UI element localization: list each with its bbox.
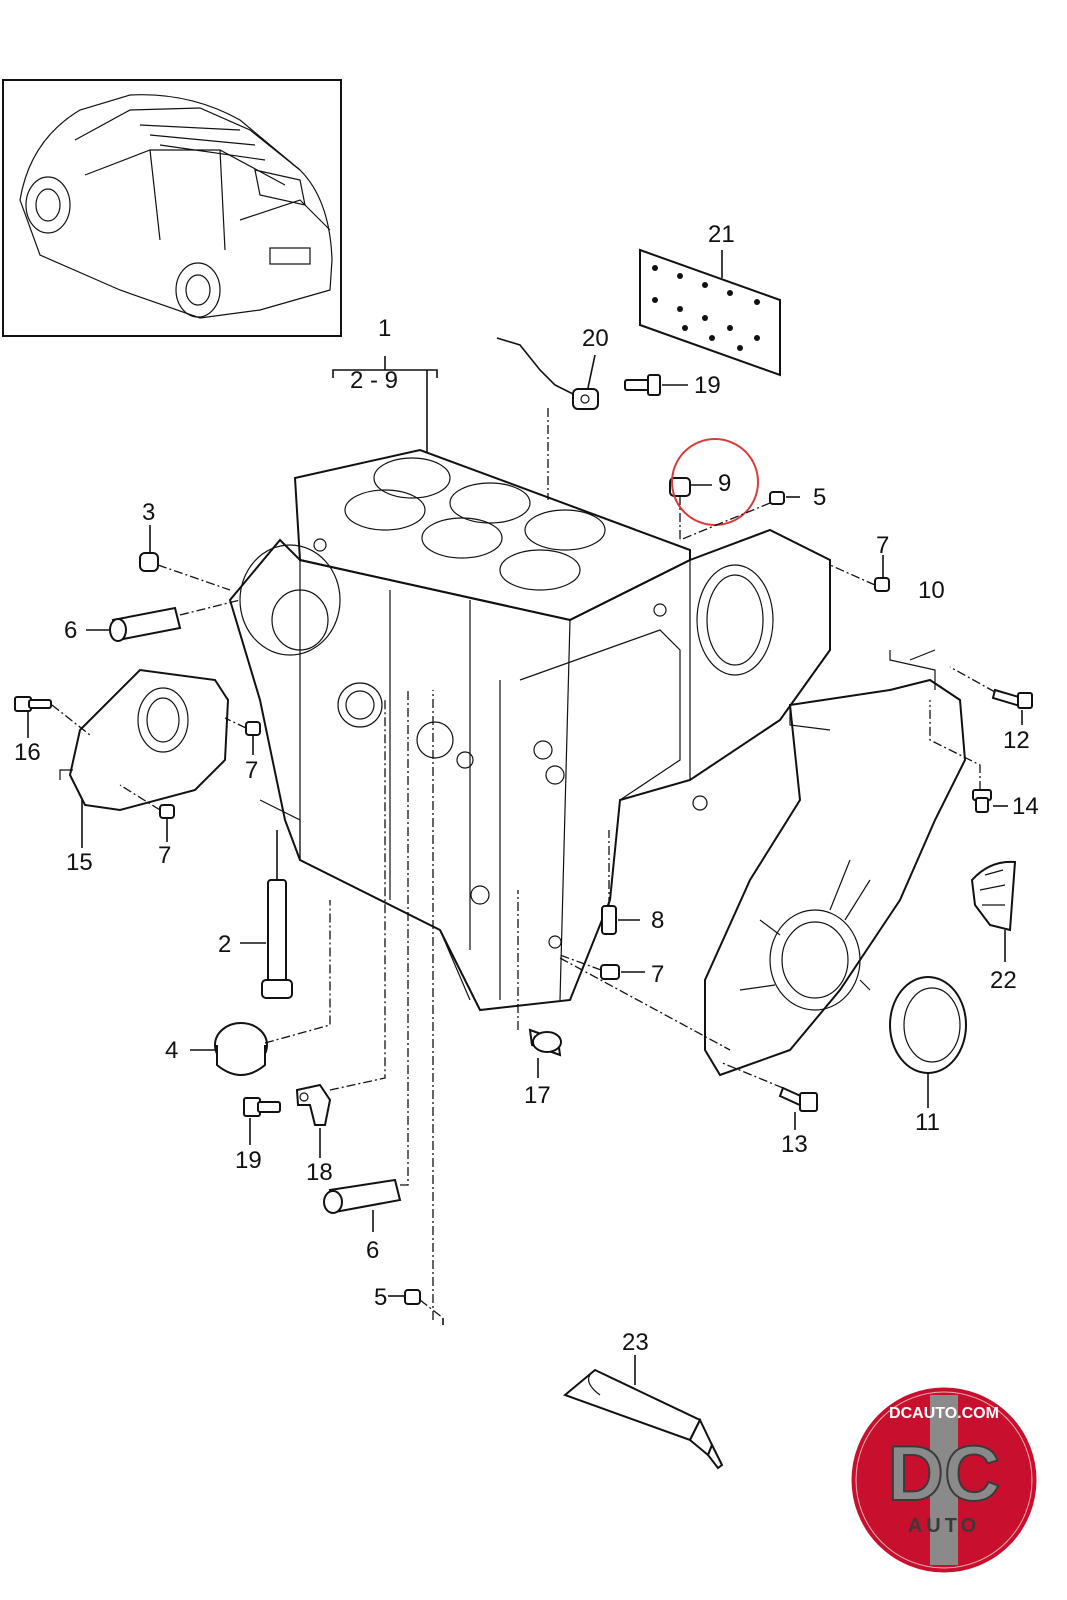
part-8-dowel xyxy=(601,830,640,935)
callout-13: 13 xyxy=(781,1131,808,1158)
callout-22: 22 xyxy=(990,967,1017,994)
part-11-seal xyxy=(889,976,967,1108)
bracket-1 xyxy=(332,356,438,455)
dcauto-logo: DCAUTO.COM DC AUTO xyxy=(848,1384,1040,1576)
callout-19-bottom: 19 xyxy=(235,1147,262,1174)
part-20-sensor xyxy=(496,337,599,500)
callout-18: 18 xyxy=(306,1159,333,1186)
part-13-bolt xyxy=(719,1061,818,1130)
part-16-bolt xyxy=(14,696,91,738)
rear-seal-carrier xyxy=(59,668,230,812)
callout-16: 16 xyxy=(14,739,41,766)
callout-6-bottom: 6 xyxy=(366,1237,379,1264)
callout-20: 20 xyxy=(582,325,609,352)
callout-2: 2 xyxy=(218,931,231,958)
part-5-dowel-top xyxy=(679,491,800,541)
callout-6-top: 6 xyxy=(64,617,77,644)
part-22-tensioner xyxy=(970,860,1017,962)
callout-7-left-lower: 7 xyxy=(158,842,171,869)
part-7-dowel-left xyxy=(119,717,261,842)
part-3-plug xyxy=(139,525,231,591)
part-2-bolt xyxy=(240,830,293,999)
part-21-plate xyxy=(639,248,781,377)
part-6-pin-bottom xyxy=(323,690,409,1232)
callout-4: 4 xyxy=(165,1037,178,1064)
logo-sub-text: AUTO xyxy=(908,1515,980,1537)
callout-5-top: 5 xyxy=(813,484,826,511)
callout-21: 21 xyxy=(708,221,735,248)
callout-14: 14 xyxy=(1012,793,1039,820)
part-7-dowel-right xyxy=(829,555,890,592)
part-14-bolt xyxy=(929,700,1008,813)
callout-23: 23 xyxy=(622,1329,649,1356)
callout-1: 1 xyxy=(378,315,391,342)
callout-15: 15 xyxy=(66,849,93,876)
callout-labels: 1 2 - 9 2 3 4 5 5 6 6 7 7 7 7 8 9 10 11 … xyxy=(14,221,1039,1356)
part-12-bolt xyxy=(949,666,1033,725)
part-23-tube xyxy=(563,1355,724,1470)
part-19-bolt-top xyxy=(624,374,688,396)
callout-5-bottom: 5 xyxy=(374,1284,387,1311)
callout-11: 11 xyxy=(915,1109,940,1136)
part-4-bearing xyxy=(190,900,331,1076)
cylinder-block xyxy=(228,448,831,1012)
callout-17: 17 xyxy=(524,1082,551,1109)
callout-8: 8 xyxy=(651,907,664,934)
timing-cover xyxy=(704,649,967,1077)
callout-7-left-upper: 7 xyxy=(245,757,258,784)
logo-main-text: DC xyxy=(888,1429,1001,1517)
callout-7-right: 7 xyxy=(876,532,889,559)
part-9-dowel xyxy=(669,477,712,540)
callout-3: 3 xyxy=(142,499,155,526)
part-7-dowel-lower xyxy=(559,954,731,1051)
part-6-pin-top xyxy=(86,599,241,642)
part-19-bolt-lower xyxy=(243,1097,281,1145)
callout-7-lower: 7 xyxy=(651,961,664,988)
logo-top-text: DCAUTO.COM xyxy=(889,1405,999,1422)
callout-2-9: 2 - 9 xyxy=(350,367,398,394)
logo-stripe xyxy=(930,1395,958,1565)
callout-19-top: 19 xyxy=(694,372,721,399)
vehicle-inset xyxy=(2,79,342,337)
part-17-sleeve xyxy=(517,890,562,1078)
part-5-dowel-bottom xyxy=(388,690,444,1325)
callout-12: 12 xyxy=(1003,727,1030,754)
callout-9: 9 xyxy=(718,470,731,497)
callout-10: 10 xyxy=(918,577,945,604)
part-18-sensor xyxy=(295,700,386,1158)
